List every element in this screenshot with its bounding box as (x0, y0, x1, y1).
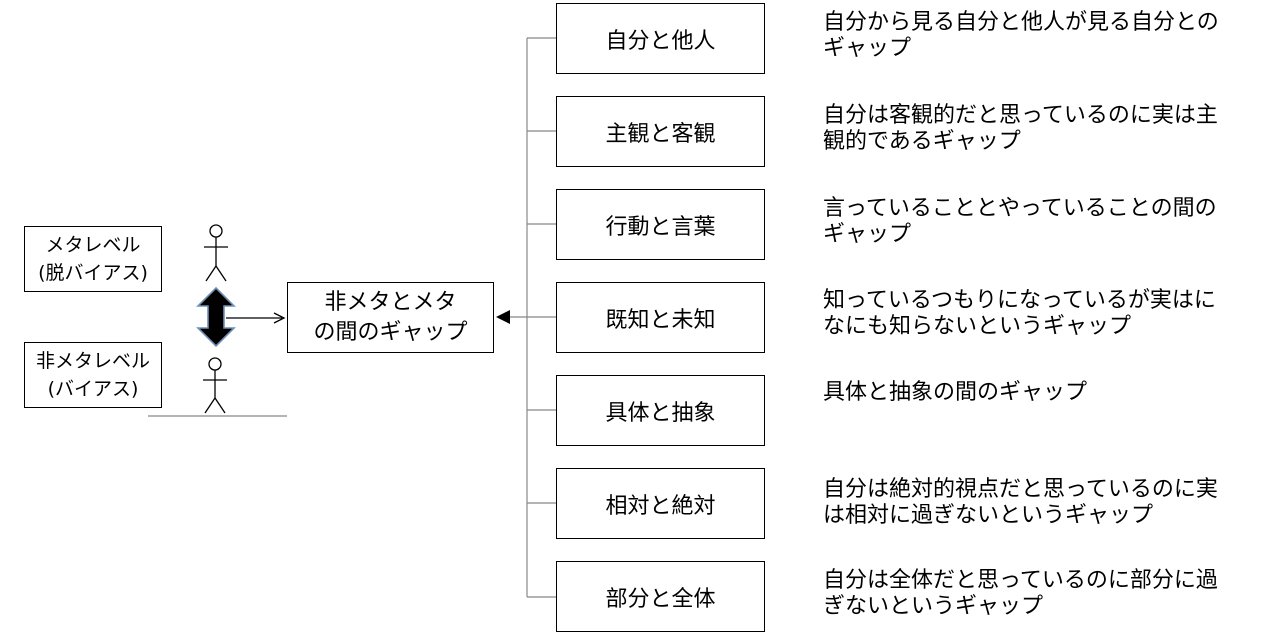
topic-label: 既知と未知 (605, 307, 716, 333)
topic-description: 自分は全体だと思っているのに部分に過 ぎないというギャップ (823, 568, 1218, 619)
meta-level-box: メタレベル (脱バイアス) (24, 226, 162, 292)
topic-label: 主観と客観 (605, 121, 716, 147)
stick-figure-icon (204, 224, 228, 282)
topic-box: 主観と客観 (556, 96, 765, 167)
topic-description: 自分は絶対的視点だと思っているのに実 は相対に過ぎないというギャップ (823, 477, 1218, 528)
center-gap-box: 非メタとメタ の間のギャップ (287, 282, 494, 353)
topic-label: 具体と抽象 (605, 400, 716, 426)
non-meta-level-label: 非メタレベル (35, 350, 150, 372)
center-gap-line2: の間のギャップ (313, 319, 468, 345)
topic-box: 部分と全体 (556, 561, 765, 632)
center-gap-line1: 非メタとメタ (324, 289, 457, 315)
center-arrow-head (496, 310, 510, 324)
non-meta-level-box: 非メタレベル (バイアス) (24, 342, 162, 408)
topic-description: 自分から見る自分と他人が見る自分との ギャップ (823, 10, 1219, 61)
topic-description: 自分は客観的だと思っているのに実は主 観的であるギャップ (823, 103, 1218, 154)
topic-label: 部分と全体 (605, 586, 716, 612)
meta-level-label: メタレベル (45, 234, 141, 256)
topic-label: 相対と絶対 (605, 493, 716, 519)
stick-figure-icon (203, 357, 227, 414)
non-meta-level-sub: (バイアス) (47, 378, 139, 400)
topic-description: 言っていることとやっていることの間の ギャップ (823, 196, 1217, 247)
meta-level-sub: (脱バイアス) (38, 262, 148, 284)
topic-box: 相対と絶対 (556, 468, 765, 539)
topic-box: 自分と他人 (556, 3, 765, 74)
topic-label: 行動と言葉 (605, 214, 716, 240)
topic-box: 既知と未知 (556, 282, 765, 353)
topic-description: 知っているつもりになっているが実はに なにも知らないというギャップ (823, 288, 1216, 339)
figures-arrow-head (273, 312, 286, 324)
topic-description: 具体と抽象の間のギャップ (823, 380, 1088, 405)
topic-box: 行動と言葉 (556, 189, 765, 260)
double-arrow-icon (196, 286, 236, 348)
topic-box: 具体と抽象 (556, 375, 765, 446)
topic-label: 自分と他人 (605, 28, 716, 54)
